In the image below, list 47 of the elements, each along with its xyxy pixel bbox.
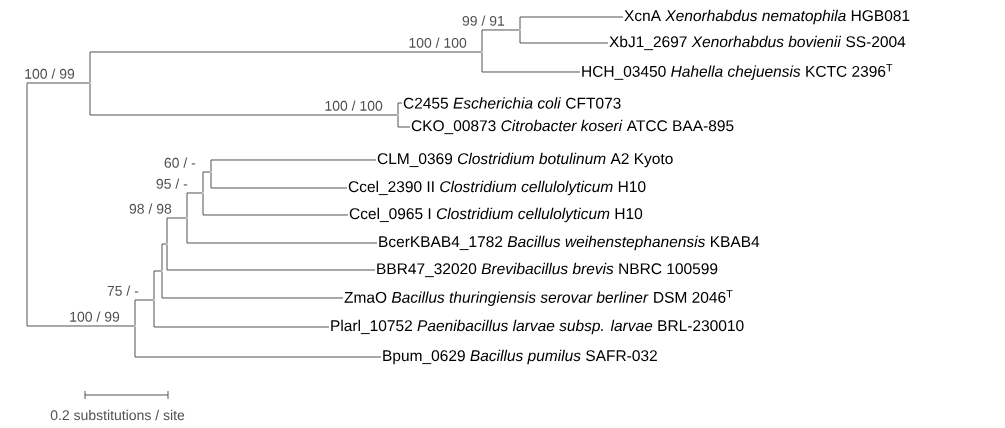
tree-branch [202, 171, 211, 193]
tree-branch [134, 299, 154, 326]
taxon-label: ZmaO Bacillus thuringiensis serovar berliner DSM 2046$^{T}$ [344, 290, 733, 306]
tree-branch [210, 172, 348, 189]
taxon-label: XcnA Xenorhabdus nematophila HGB081 [624, 9, 910, 25]
tree-branch [166, 244, 376, 271]
taxon-label: HCH_03450 Hahella chejuensis KCTC 2396$^{T}$ [582, 64, 893, 80]
taxon-label: C2455 Escherichia coli CFT073 [403, 97, 621, 109]
support-value: 95 / - [156, 178, 188, 189]
scale-label: 0.2 substitutions / site [50, 409, 185, 421]
support-value: 98 / 98 [129, 203, 172, 214]
tree-branch [166, 217, 187, 244]
taxon-label: Bpum_0629 Bacillus pumilus SAFR-032 [383, 349, 657, 365]
taxon-label: CLM_0369 Clostridium botulinum A2 Kyoto [377, 152, 673, 168]
taxon-label: CKO_00873 Citrobacter koseri ATCC BAA-895 [411, 119, 734, 135]
support-value: 100 / 100 [325, 100, 383, 111]
tree-branch [134, 326, 382, 358]
support-value: 100 / 100 [409, 37, 467, 48]
tree-branch [89, 51, 482, 83]
support-value: 60 / - [164, 157, 196, 168]
tree-branch [161, 271, 344, 299]
tree-branch [153, 300, 330, 328]
tree-branch [202, 193, 349, 216]
tree-branch [481, 29, 520, 52]
tree-branch [397, 115, 411, 128]
taxon-label: BcerKBAB4_1782 Bacillus weihenstephanensis KBAB4 [379, 235, 760, 251]
tree-branch [519, 30, 609, 44]
tree-branch [397, 102, 403, 115]
support-value: 100 / 99 [25, 68, 75, 79]
tree-branch [89, 83, 398, 116]
support-value: 75 / - [107, 285, 139, 296]
tree-branch [26, 82, 90, 84]
tree-branch [26, 83, 135, 327]
taxon-label: Ccel_0965 I Clostridium cellulolyticum H10 [349, 207, 643, 223]
tree-branch [153, 270, 162, 300]
tree-branch [210, 159, 377, 172]
tree-branch [186, 218, 378, 244]
tree-branch [161, 243, 167, 271]
tree-branch [481, 52, 581, 73]
support-value: 100 / 99 [70, 311, 120, 322]
support-value: 99 / 91 [462, 15, 505, 26]
taxon-label: XbJ1_2697 Xenorhabdus bovienii SS-2004 [609, 35, 906, 51]
taxon-label: Ccel_2390 II Clostridium cellulolyticum H10 [348, 180, 646, 196]
tree-branch [519, 16, 624, 30]
taxon-label: Plarl_10752 Paenibacillus larvae subsp. larvae BRL-230010 [331, 319, 744, 335]
tree-branch [186, 192, 203, 218]
taxon-label: BBR47_32020 Brevibacillus brevis NBRC 100599 [377, 262, 718, 278]
